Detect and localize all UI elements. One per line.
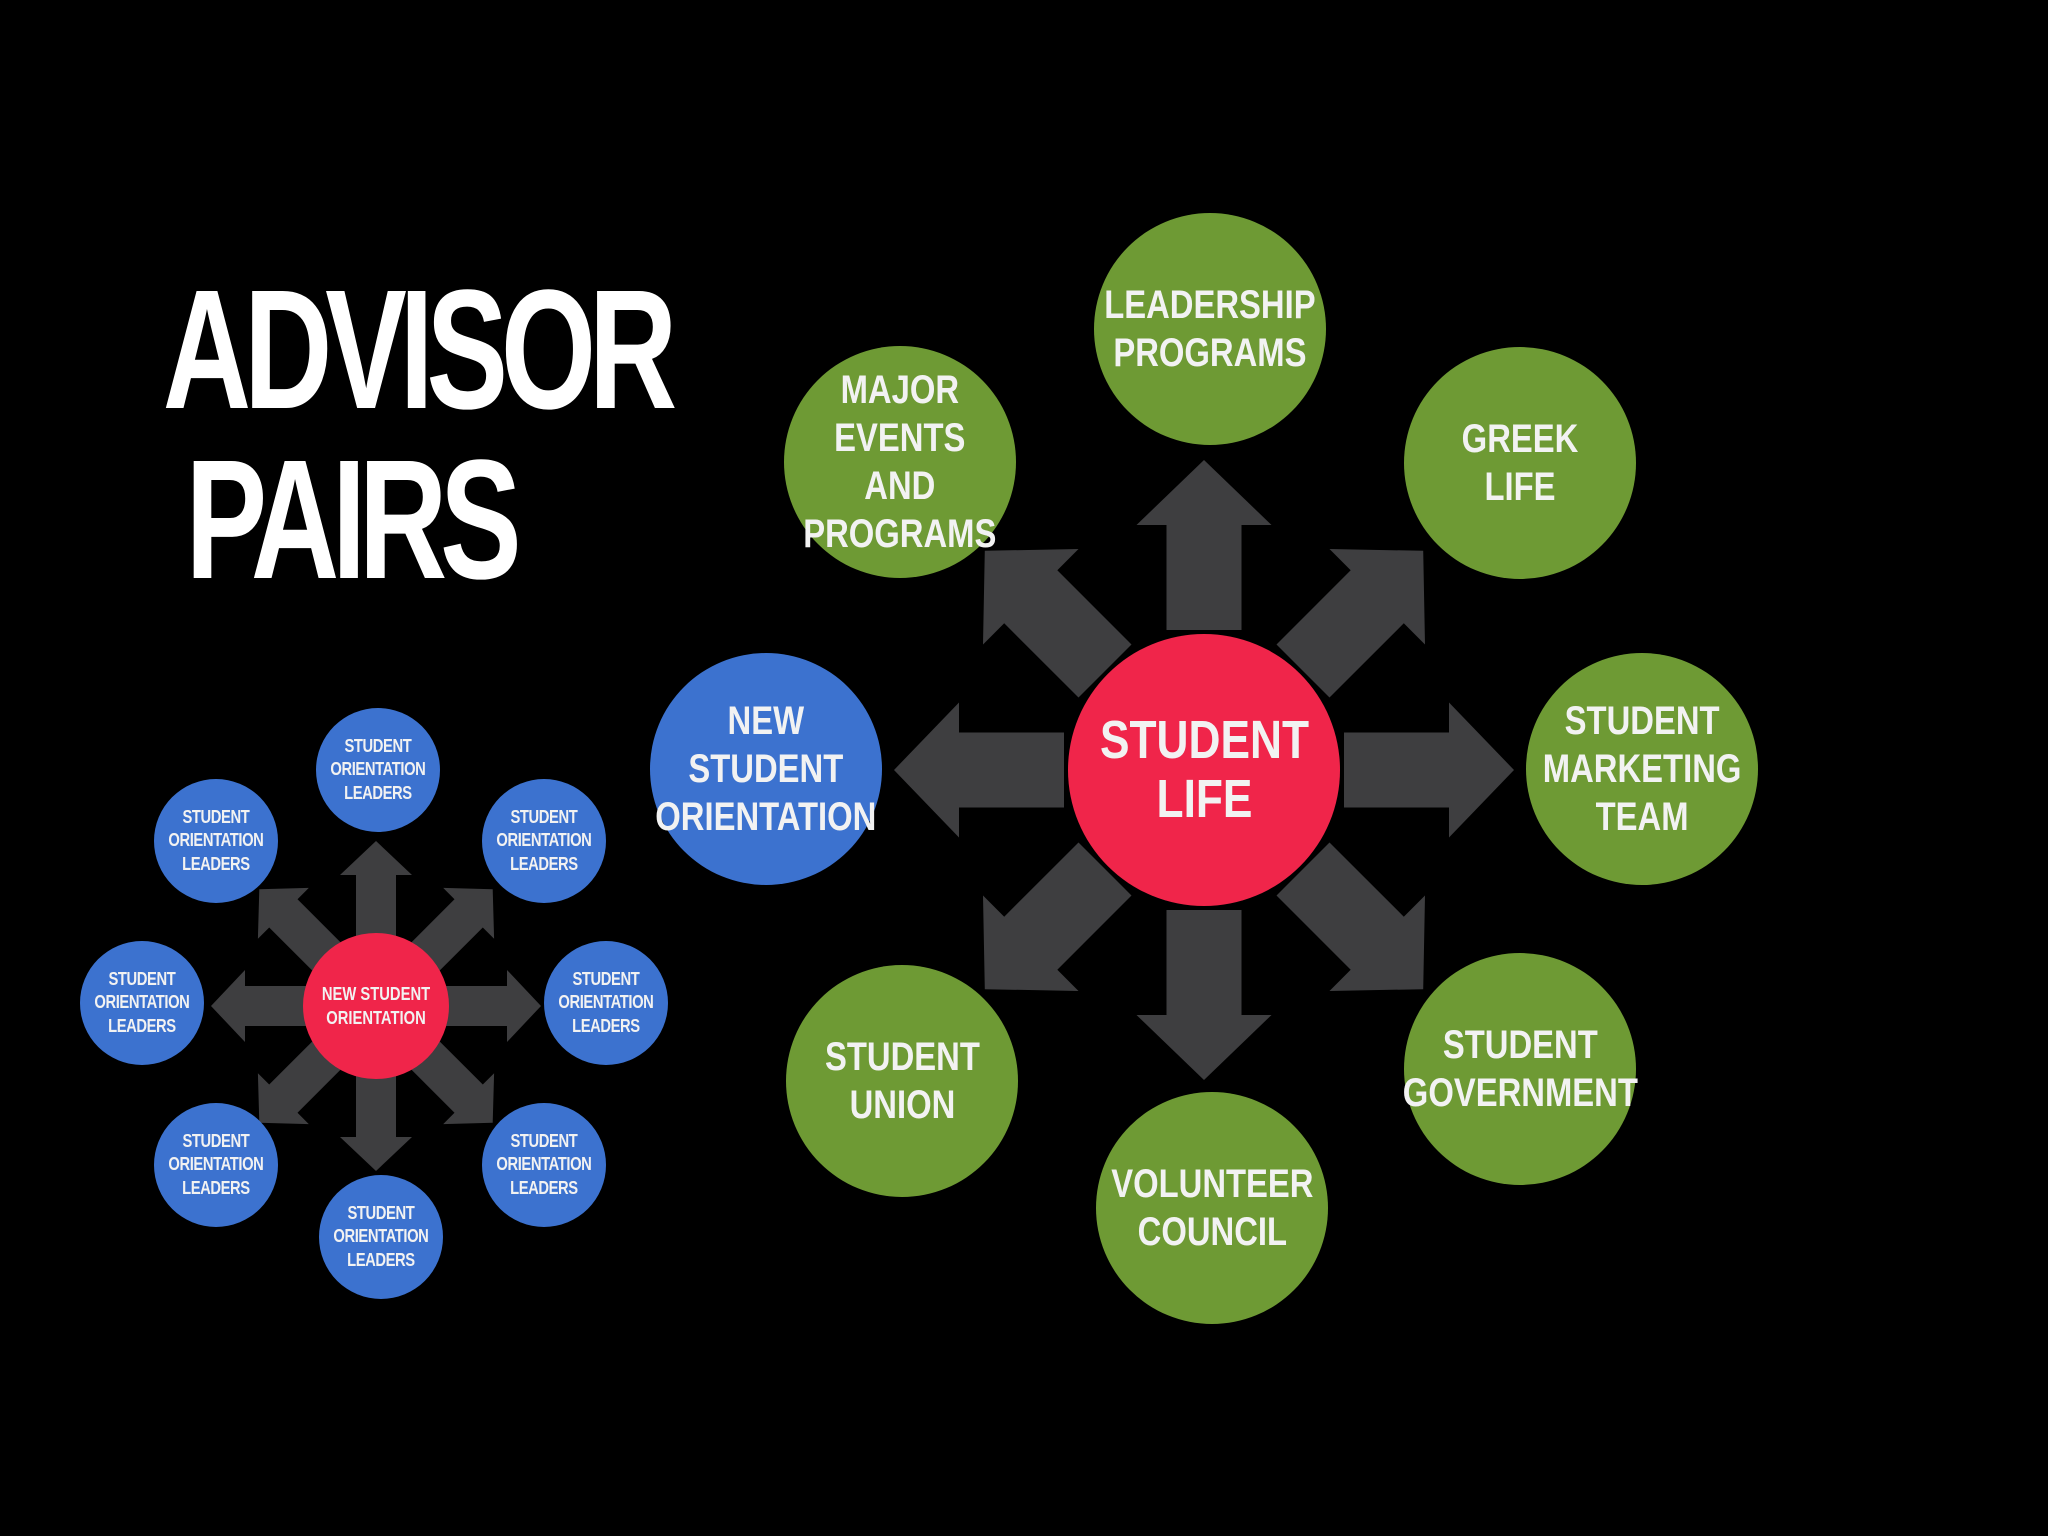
- main-diagram-arrow: [894, 702, 1064, 838]
- node-label: GREEK LIFE: [1461, 417, 1579, 509]
- small-diagram-arrow: [340, 1076, 412, 1171]
- node-major-events-and-programs[interactable]: MAJOR EVENTS AND PROGRAMS: [784, 346, 1016, 578]
- node-new-student-orientation[interactable]: NEW STUDENT ORIENTATION: [650, 653, 882, 885]
- node-student-orientation-leaders[interactable]: STUDENT ORIENTATION LEADERS: [154, 779, 278, 903]
- small-diagram-arrow: [211, 970, 306, 1042]
- small-diagram-arrow: [411, 887, 495, 971]
- node-label: STUDENT ORIENTATION LEADERS: [496, 1130, 592, 1198]
- node-student-orientation-leaders[interactable]: STUDENT ORIENTATION LEADERS: [544, 941, 668, 1065]
- node-label: STUDENT ORIENTATION LEADERS: [558, 968, 654, 1036]
- node-greek-life[interactable]: GREEK LIFE: [1404, 347, 1636, 579]
- node-student-orientation-leaders[interactable]: STUDENT ORIENTATION LEADERS: [482, 779, 606, 903]
- node-volunteer-council[interactable]: VOLUNTEER COUNCIL: [1096, 1092, 1328, 1324]
- node-label: NEW STUDENT ORIENTATION: [655, 699, 877, 839]
- node-student-marketing-team[interactable]: STUDENT MARKETING TEAM: [1526, 653, 1758, 885]
- main-diagram-arrow: [983, 842, 1132, 991]
- center-node-new-student-orientation[interactable]: NEW STUDENT ORIENTATION: [303, 933, 449, 1079]
- small-diagram-arrow: [257, 887, 341, 971]
- node-label: STUDENT UNION: [824, 1035, 980, 1127]
- node-label: STUDENT GOVERNMENT: [1402, 1023, 1638, 1115]
- main-diagram-arrow: [1276, 842, 1425, 991]
- node-student-orientation-leaders[interactable]: STUDENT ORIENTATION LEADERS: [319, 1175, 443, 1299]
- small-diagram-arrow: [257, 1041, 341, 1125]
- node-label: STUDENT ORIENTATION LEADERS: [94, 968, 190, 1036]
- node-student-orientation-leaders[interactable]: STUDENT ORIENTATION LEADERS: [316, 708, 440, 832]
- node-label: STUDENT ORIENTATION LEADERS: [168, 806, 264, 874]
- node-student-government[interactable]: STUDENT GOVERNMENT: [1402, 953, 1638, 1185]
- node-label: STUDENT MARKETING TEAM: [1542, 699, 1742, 839]
- main-diagram-arrow: [1344, 702, 1514, 838]
- small-diagram-arrow: [340, 841, 412, 936]
- node-student-orientation-leaders[interactable]: STUDENT ORIENTATION LEADERS: [80, 941, 204, 1065]
- main-diagram-arrow: [1136, 460, 1272, 630]
- center-node-label: STUDENT LIFE: [1099, 709, 1309, 829]
- small-diagram-arrow: [446, 970, 541, 1042]
- main-diagram-arrow: [1136, 910, 1272, 1080]
- title-line-2: PAIRS: [185, 425, 522, 615]
- node-student-orientation-leaders[interactable]: STUDENT ORIENTATION LEADERS: [154, 1103, 278, 1227]
- main-diagram-arrow: [1276, 549, 1425, 698]
- node-label: STUDENT ORIENTATION LEADERS: [496, 806, 592, 874]
- node-label: VOLUNTEER COUNCIL: [1110, 1162, 1314, 1254]
- node-student-union[interactable]: STUDENT UNION: [786, 965, 1018, 1197]
- node-leadership-programs[interactable]: LEADERSHIP PROGRAMS: [1094, 213, 1326, 445]
- node-label: MAJOR EVENTS AND PROGRAMS: [803, 368, 997, 556]
- node-label: STUDENT ORIENTATION LEADERS: [330, 735, 426, 803]
- node-label: STUDENT ORIENTATION LEADERS: [168, 1130, 264, 1198]
- center-node-student-life[interactable]: STUDENT LIFE: [1068, 634, 1340, 906]
- center-node-label: NEW STUDENT ORIENTATION: [321, 983, 431, 1028]
- node-student-orientation-leaders[interactable]: STUDENT ORIENTATION LEADERS: [482, 1103, 606, 1227]
- small-diagram-arrow: [411, 1041, 495, 1125]
- node-label: LEADERSHIP PROGRAMS: [1104, 283, 1316, 375]
- main-diagram-arrow: [983, 549, 1132, 698]
- node-label: STUDENT ORIENTATION LEADERS: [333, 1202, 429, 1270]
